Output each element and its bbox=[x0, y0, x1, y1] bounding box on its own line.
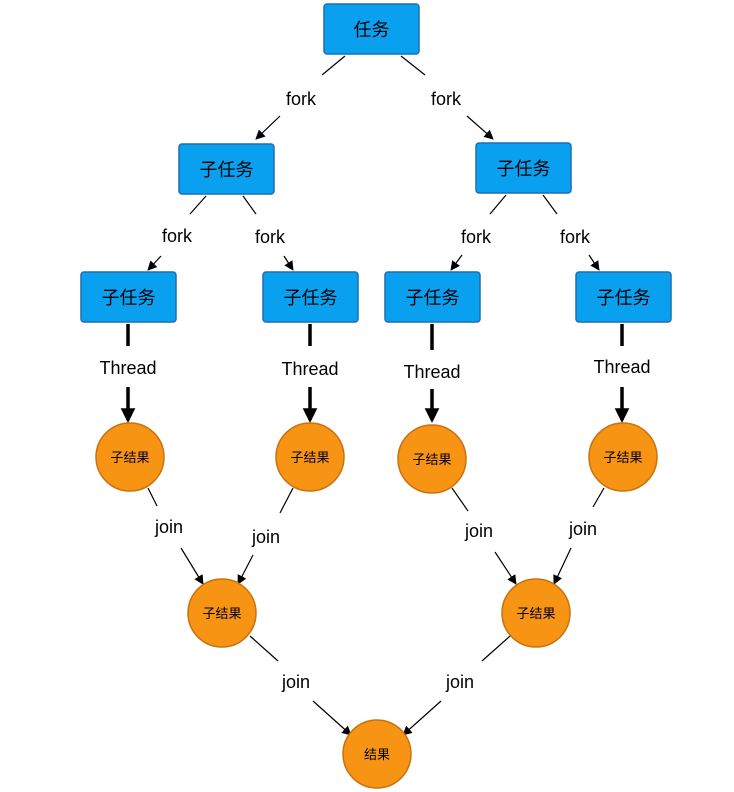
leaf-result-4-node: 子结果 bbox=[588, 422, 658, 492]
leaf-task-3-node: 子任务 bbox=[384, 271, 481, 323]
leaf-result-4-label: 子结果 bbox=[603, 451, 642, 466]
join-edge-4-lower bbox=[553, 547, 572, 585]
fork-label-right-2: fork bbox=[560, 227, 591, 247]
mid-result-right-node: 子结果 bbox=[501, 578, 571, 648]
join-label-4: join bbox=[568, 519, 597, 539]
join-edge-final-left-lower bbox=[312, 700, 352, 736]
join-edge-final-right-upper bbox=[481, 635, 511, 662]
thread-label-1: Thread bbox=[99, 358, 156, 378]
sub-task-left-label: 子任务 bbox=[200, 160, 254, 181]
fork-edge-root-left-lower bbox=[255, 115, 281, 140]
fork-edge-root-right-upper bbox=[400, 55, 426, 76]
sub-task-left-node: 子任务 bbox=[178, 143, 275, 195]
join-edge-3-lower bbox=[494, 551, 517, 585]
thread-label-2: Thread bbox=[281, 359, 338, 379]
fork-label-right-1: fork bbox=[461, 227, 492, 247]
fork-label-left-1: fork bbox=[162, 226, 193, 246]
sub-task-right-node: 子任务 bbox=[475, 142, 572, 194]
mid-result-right-label: 子结果 bbox=[516, 607, 555, 622]
fork-edge-right-1-upper bbox=[489, 194, 507, 215]
leaf-result-3-node: 子结果 bbox=[397, 424, 467, 494]
leaf-task-2-label: 子任务 bbox=[284, 288, 338, 309]
fork-label-root-left: fork bbox=[286, 89, 317, 109]
fork-edge-left-1-lower bbox=[147, 255, 162, 271]
leaf-result-1-label: 子结果 bbox=[110, 451, 149, 466]
root-task-label: 任务 bbox=[354, 20, 390, 41]
leaf-task-3-label: 子任务 bbox=[406, 288, 460, 309]
leaf-task-1-label: 子任务 bbox=[102, 288, 156, 309]
join-edge-2-upper bbox=[279, 487, 294, 514]
join-label-3: join bbox=[464, 521, 493, 541]
fork-edge-right-1-lower bbox=[450, 254, 463, 271]
leaf-task-4-node: 子任务 bbox=[575, 271, 672, 323]
join-edge-1-upper bbox=[147, 487, 158, 507]
fork-edge-root-left-upper bbox=[321, 55, 346, 76]
fork-edge-left-1-upper bbox=[189, 195, 207, 215]
final-result-label: 结果 bbox=[364, 748, 390, 763]
join-edge-3-upper bbox=[451, 487, 469, 512]
fork-edge-left-2-lower bbox=[283, 255, 294, 271]
sub-task-right-label: 子任务 bbox=[497, 159, 551, 180]
leaf-result-1-node: 子结果 bbox=[95, 422, 165, 492]
fork-edge-root-right-lower bbox=[466, 115, 494, 140]
leaf-task-4-label: 子任务 bbox=[597, 288, 651, 309]
join-label-1: join bbox=[154, 517, 183, 537]
thread-label-4: Thread bbox=[593, 357, 650, 377]
fork-label-root-right: fork bbox=[431, 89, 462, 109]
fork-edge-right-2-lower bbox=[588, 254, 600, 271]
leaf-task-1-node: 子任务 bbox=[80, 271, 177, 323]
fork-edge-right-2-upper bbox=[542, 194, 558, 215]
root-task-node: 任务 bbox=[323, 3, 420, 55]
mid-result-left-node: 子结果 bbox=[187, 578, 257, 648]
join-edge-final-right-lower bbox=[402, 700, 442, 736]
join-edge-2-lower bbox=[237, 554, 254, 585]
fork-edge-left-2-upper bbox=[242, 195, 257, 215]
leaf-result-2-label: 子结果 bbox=[290, 451, 329, 466]
join-label-2: join bbox=[251, 527, 280, 547]
fork-label-left-2: fork bbox=[255, 227, 286, 247]
join-label-final-left: join bbox=[281, 672, 310, 692]
thread-label-3: Thread bbox=[403, 362, 460, 382]
join-edge-4-upper bbox=[592, 487, 605, 508]
mid-result-left-label: 子结果 bbox=[202, 607, 241, 622]
final-result-node: 结果 bbox=[342, 719, 412, 789]
join-edge-final-left-upper bbox=[249, 635, 279, 662]
leaf-result-2-node: 子结果 bbox=[275, 422, 345, 492]
join-edge-1-lower bbox=[180, 547, 204, 585]
leaf-task-2-node: 子任务 bbox=[262, 271, 359, 323]
join-label-final-right: join bbox=[445, 672, 474, 692]
leaf-result-3-label: 子结果 bbox=[412, 453, 451, 468]
